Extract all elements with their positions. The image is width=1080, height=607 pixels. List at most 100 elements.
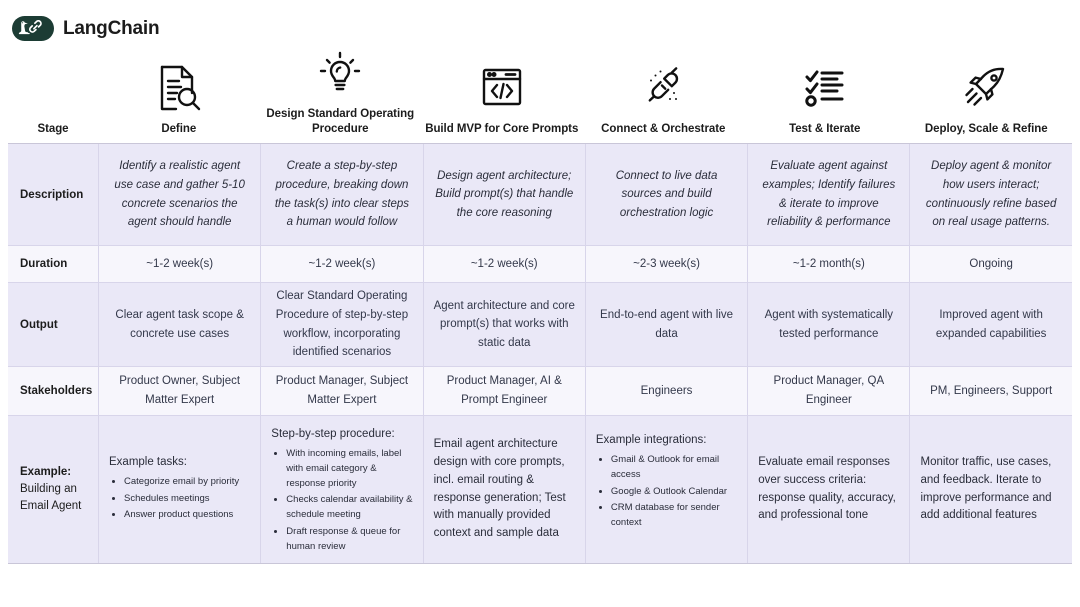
cell-text: PM, Engineers, Support	[930, 384, 1053, 397]
cell-text: Product Manager, QA Engineer	[773, 375, 885, 406]
header-cell-test-iterate: Test & Iterate	[744, 44, 906, 140]
cell-list: With incoming emails, label with email c…	[271, 447, 412, 556]
table-cell: Connect to live data sources and build o…	[584, 144, 747, 245]
header-cell-build-mvp: Build MVP for Core Prompts	[421, 44, 583, 140]
cell-text: ~1-2 week(s)	[470, 257, 538, 270]
table-row-example: Example: Building an Email Agent Example…	[8, 415, 1072, 563]
table-row-description: Description Identify a realistic agent u…	[8, 144, 1072, 245]
document-search-icon	[157, 62, 201, 114]
table-cell: Monitor traffic, use cases, and feedback…	[909, 416, 1071, 563]
cell-text: ~2-3 week(s)	[633, 257, 700, 270]
header-title: Deploy, Scale & Refine	[924, 122, 1048, 135]
table-cell: Improved agent with expanded capabilitie…	[909, 283, 1071, 366]
cell-text: Email agent architecture design with cor…	[433, 438, 566, 540]
row-label-example-rest: Building an Email Agent	[20, 483, 82, 512]
list-item: CRM database for sender context	[611, 501, 737, 530]
list-item: Schedules meetings	[124, 492, 250, 507]
table-cell: Product Manager, QA Engineer	[747, 367, 909, 415]
cell-text: Clear Standard Operating Procedure of st…	[275, 290, 409, 359]
table-cell: End-to-end agent with live data	[584, 283, 747, 366]
rocket-icon	[963, 62, 1009, 114]
cell-text: Ongoing	[969, 257, 1013, 270]
header-title: Design Standard Operating Procedure	[266, 108, 415, 135]
cell-list: Gmail & Outlook for email access Google …	[596, 453, 737, 533]
table-cell: ~1-2 month(s)	[747, 246, 909, 282]
cell-text: ~1-2 week(s)	[146, 257, 214, 270]
table-cell: Agent with systematically tested perform…	[747, 283, 909, 366]
table-cell: PM, Engineers, Support	[909, 367, 1071, 415]
header-title: Test & Iterate	[789, 122, 861, 135]
table-cell: Create a step-by-step procedure, breakin…	[260, 144, 422, 245]
table-cell: ~1-2 week(s)	[260, 246, 422, 282]
list-item: Draft response & queue for human review	[286, 525, 412, 554]
cell-text: Engineers	[640, 384, 693, 397]
list-item: Answer product questions	[124, 508, 250, 523]
cell-text: Create a step-by-step procedure, breakin…	[274, 160, 410, 229]
row-label-example-bold: Example:	[20, 466, 72, 479]
list-item: Categorize email by priority	[124, 475, 250, 490]
cell-text: Deploy agent & monitor how users interac…	[925, 160, 1057, 229]
table-cell: Product Manager, AI & Prompt Engineer	[422, 367, 585, 415]
header-cell-define: Define	[98, 44, 260, 140]
table-header-row: Stage Define	[8, 44, 1072, 140]
lifecycle-table: Description Identify a realistic agent u…	[8, 143, 1072, 564]
list-item: Google & Outlook Calendar	[611, 485, 737, 500]
cell-text: Product Owner, Subject Matter Expert	[119, 375, 241, 406]
header-title: Build MVP for Core Prompts	[425, 122, 579, 135]
header-cell-deploy-scale-refine: Deploy, Scale & Refine	[906, 44, 1068, 140]
table-cell: Identify a realistic agent use case and …	[98, 144, 260, 245]
header-title: Define	[161, 122, 197, 135]
code-window-icon	[479, 62, 525, 114]
cell-text: Improved agent with expanded capabilitie…	[935, 308, 1047, 340]
cell-text: Evaluate email responses over success cr…	[758, 455, 896, 522]
cell-lead: Step-by-step procedure:	[271, 428, 395, 440]
table-cell: Email agent architecture design with cor…	[422, 416, 585, 563]
brand-logo: LangChain	[12, 16, 160, 41]
table-cell: Clear agent task scope & concrete use ca…	[98, 283, 260, 366]
table-cell: ~2-3 week(s)	[584, 246, 747, 282]
row-label-output: Output	[20, 318, 58, 331]
table-cell: Evaluate agent against examples; Identif…	[747, 144, 909, 245]
cell-text: Agent with systematically tested perform…	[764, 308, 894, 340]
list-item: Checks calendar availability & schedule …	[286, 493, 412, 522]
table-cell: Clear Standard Operating Procedure of st…	[260, 283, 422, 366]
brand-name: LangChain	[63, 17, 160, 39]
row-label-duration: Duration	[20, 258, 68, 270]
header-cell-connect-orchestrate: Connect & Orchestrate	[583, 44, 745, 140]
table-cell: Step-by-step procedure: With incoming em…	[260, 416, 422, 563]
table-row-output: Output Clear agent task scope & concrete…	[8, 282, 1072, 366]
cell-text: Product Manager, Subject Matter Expert	[275, 375, 409, 406]
table-cell: ~1-2 week(s)	[98, 246, 260, 282]
header-cell-design-sop: Design Standard Operating Procedure	[260, 44, 422, 140]
cell-text: Clear agent task scope & concrete use ca…	[115, 308, 244, 340]
cell-text: Product Manager, AI & Prompt Engineer	[446, 375, 562, 406]
row-label-description: Description	[20, 188, 84, 201]
row-label-example: Example: Building an Email Agent	[8, 416, 98, 563]
cell-lead: Example tasks:	[109, 455, 187, 468]
cell-text: Agent architecture and core prompt(s) th…	[433, 299, 575, 349]
table-cell: Example tasks: Categorize email by prior…	[98, 416, 260, 563]
cell-list: Categorize email by priority Schedules m…	[109, 475, 250, 525]
list-item: Gmail & Outlook for email access	[611, 453, 737, 482]
cell-text: Design agent architecture; Build prompt(…	[435, 169, 574, 219]
table-cell: ~1-2 week(s)	[422, 246, 585, 282]
checklist-icon	[803, 62, 847, 114]
header-title: Connect & Orchestrate	[601, 122, 726, 135]
table-row-duration: Duration ~1-2 week(s) ~1-2 week(s) ~1-2 …	[8, 245, 1072, 282]
plug-connect-icon	[640, 62, 686, 114]
langchain-parrot-link-icon	[12, 16, 54, 41]
cell-lead: Example integrations:	[595, 434, 707, 446]
table-cell: Engineers	[584, 367, 747, 415]
table-cell: Deploy agent & monitor how users interac…	[909, 144, 1071, 245]
cell-text: End-to-end agent with live data	[600, 308, 734, 340]
cell-text: Connect to live data sources and build o…	[615, 169, 718, 219]
table-cell: Product Owner, Subject Matter Expert	[98, 367, 260, 415]
cell-text: ~1-2 week(s)	[308, 257, 376, 270]
cell-text: Evaluate agent against examples; Identif…	[762, 160, 896, 229]
header-label-stage: Stage	[37, 122, 69, 135]
lightbulb-idea-icon	[317, 47, 363, 99]
table-cell: Product Manager, Subject Matter Expert	[260, 367, 422, 415]
table-cell: Ongoing	[909, 246, 1071, 282]
cell-text: Identify a realistic agent use case and …	[114, 160, 245, 229]
